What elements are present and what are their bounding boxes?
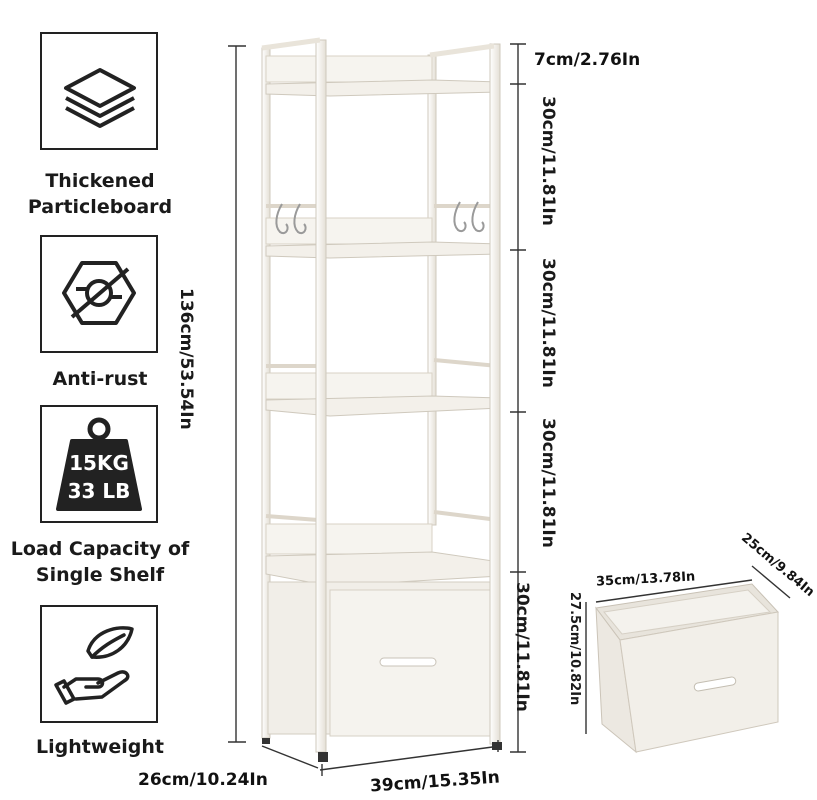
feature-label-line1: Load Capacity of — [10, 538, 190, 560]
shelf4-height-label: 30cm/11.81In — [512, 582, 532, 712]
weight-kg-text: 15KG — [69, 451, 129, 475]
feature-box-particleboard — [40, 32, 158, 150]
total-height-label: 136cm/53.54In — [176, 288, 196, 430]
feature-label-line1: Lightweight — [36, 736, 164, 758]
anti-rust-hex-icon — [62, 261, 136, 325]
leaf-hand-icon — [54, 626, 134, 705]
feature-label-line2: Single Shelf — [35, 564, 165, 586]
depth-label: 26cm/10.24In — [138, 770, 268, 790]
shelf3-height-label: 30cm/11.81In — [538, 418, 558, 548]
feature-label-particleboard: Thickened Particleboard — [20, 168, 180, 220]
feature-box-lightweight — [40, 605, 158, 723]
feature-box-load: 15KG 33 LB — [40, 405, 158, 523]
feature-label-anti-rust: Anti-rust — [20, 366, 180, 392]
feature-label-load: Load Capacity of Single Shelf — [0, 536, 200, 588]
top-gap-label: 7cm/2.76In — [534, 50, 641, 70]
shelf2-height-label: 30cm/11.81In — [538, 258, 558, 388]
feature-label-line2: Particleboard — [27, 196, 173, 218]
shelf-unit-illustration — [228, 37, 791, 776]
shelf1-height-label: 30cm/11.81In — [538, 96, 558, 226]
feature-label-line1: Anti-rust — [52, 368, 148, 390]
weight-lb-text: 33 LB — [67, 479, 131, 503]
feature-label-line1: Thickened — [45, 170, 155, 192]
weight-icon — [56, 417, 142, 511]
layers-icon — [64, 68, 136, 128]
feature-label-lightweight: Lightweight — [20, 734, 180, 760]
drawer-height-label: 27.5cm/10.82In — [567, 592, 582, 706]
feature-box-anti-rust — [40, 235, 158, 353]
